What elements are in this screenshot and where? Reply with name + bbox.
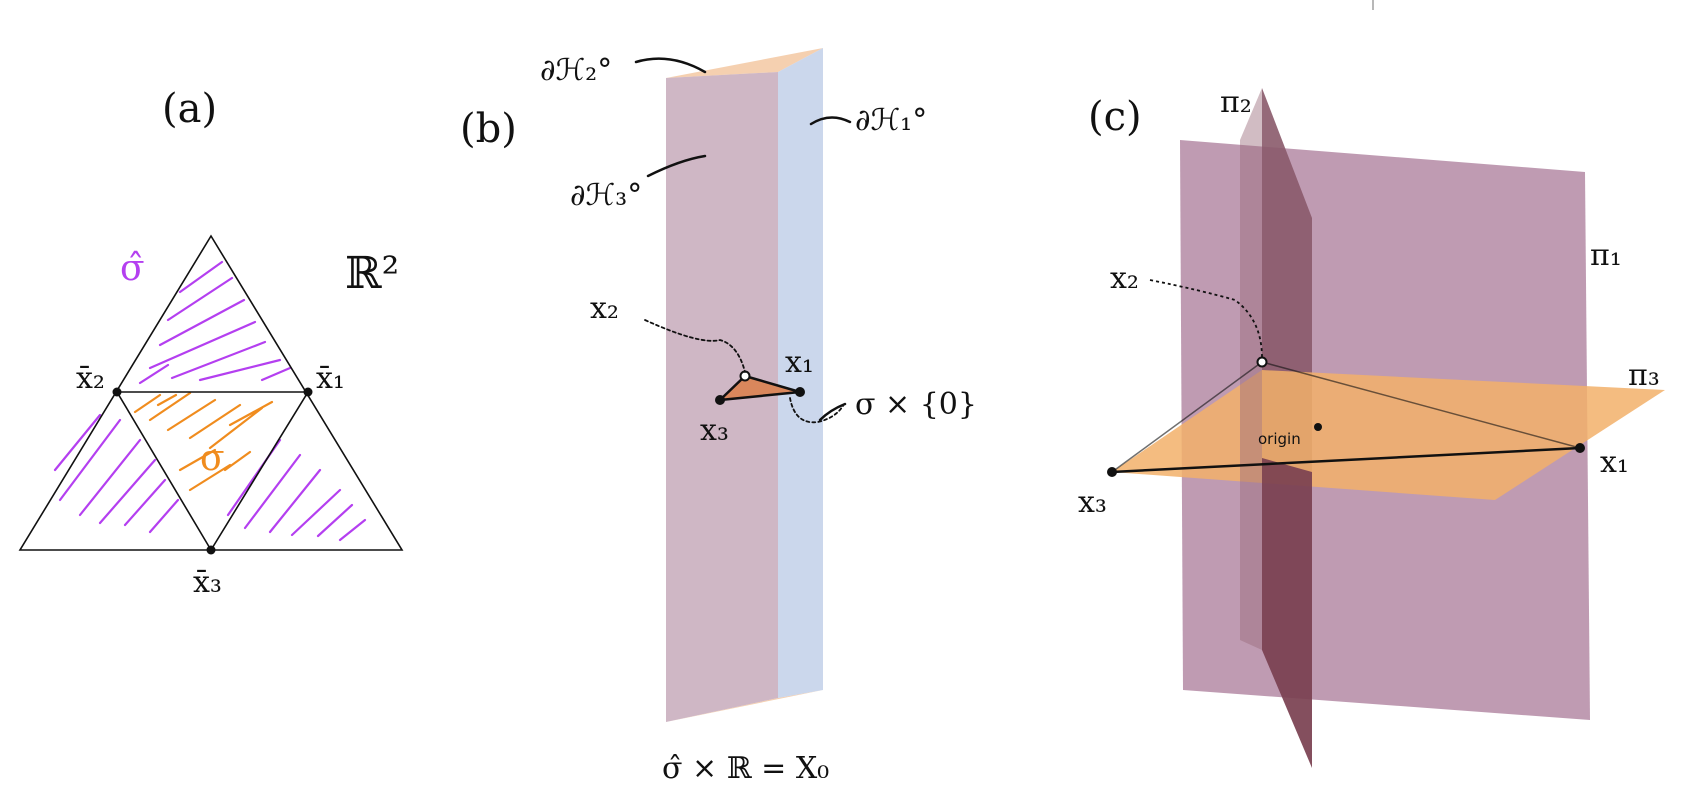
- panel-a: (a) x̄₂ x̄₁ x̄₃ σ̂ σ ℝ²: [18, 86, 404, 600]
- space-label-r2: ℝ²: [345, 248, 399, 299]
- bottom-label: σ̂ × ℝ = X₀: [662, 751, 829, 786]
- panel-c: (c) π₂ π₁ π₃ x₂ x₁ x₃ origin: [1078, 85, 1665, 768]
- sigma-hat-label: σ̂: [120, 248, 145, 289]
- panel-a-label: (a): [162, 86, 217, 132]
- point-x3-dot: [715, 395, 725, 405]
- point-x1-dot: [795, 387, 805, 397]
- point-x2-dot-c: [1256, 356, 1268, 368]
- vertex-x3-dot: [206, 545, 216, 555]
- point-x1-label-c: x₁: [1600, 445, 1629, 480]
- sigma-hatching: [133, 391, 274, 492]
- prism-top-face: [666, 48, 823, 78]
- sigma-label: σ: [200, 438, 225, 479]
- medial-triangle: [115, 391, 310, 552]
- edge-x2-x1: [1261, 361, 1581, 449]
- leader-sigma-solid: [818, 402, 847, 422]
- plane-pi2-edge: [1240, 88, 1262, 650]
- sigma-hat-hatching: [53, 260, 367, 542]
- leader-h2: [634, 57, 707, 74]
- vertex-x1-label: x̄₁: [316, 361, 345, 396]
- vertex-x3-label: x̄₃: [193, 565, 222, 600]
- point-x2-label: x₂: [590, 291, 619, 326]
- sigma-slice-label: σ × {0}: [855, 387, 977, 422]
- leader-sigma: [789, 397, 844, 424]
- sigma-slice-triangle: [716, 374, 801, 402]
- plane-pi2-front: [1262, 458, 1312, 768]
- point-x2-label-c: x₂: [1110, 261, 1139, 296]
- prism-bottom-face: [666, 690, 823, 722]
- leader-x2: [644, 319, 746, 373]
- vertex-x2-label: x̄₂: [76, 361, 105, 396]
- point-x1-dot-c: [1575, 443, 1585, 453]
- panel-b-label: (b): [460, 106, 517, 152]
- plane-pi2-label: π₂: [1220, 85, 1252, 120]
- point-x1-label: x₁: [785, 345, 814, 380]
- point-x3-label: x₃: [700, 413, 729, 448]
- plane-pi1-label: π₁: [1590, 238, 1622, 273]
- edge-x3-x2: [1111, 361, 1263, 473]
- plane-h3-label: ∂ℋ₃°: [570, 178, 642, 213]
- origin-dot: [1314, 423, 1322, 431]
- panel-c-label: (c): [1088, 94, 1142, 140]
- leader-h1: [809, 116, 852, 126]
- edge-x3-x1: [1111, 446, 1581, 474]
- plane-h2-label: ∂ℋ₂°: [540, 53, 612, 88]
- plane-pi3-label: π₃: [1628, 358, 1660, 393]
- plane-h1: [778, 48, 823, 698]
- point-x3-label-c: x₃: [1078, 485, 1107, 520]
- origin-label: origin: [1258, 430, 1301, 448]
- plane-h1-label: ∂ℋ₁°: [855, 103, 927, 138]
- point-x3-dot-c: [1107, 467, 1117, 477]
- vertex-x2-dot: [112, 387, 122, 397]
- plane-pi3: [1112, 370, 1665, 500]
- panel-b: (b) ∂ℋ₂° ∂ℋ₁° ∂ℋ₃° x₂ x₁ x₃ σ × {0} σ̂ ×…: [460, 48, 977, 786]
- vertex-x1-dot: [303, 387, 313, 397]
- leader-h3: [646, 154, 707, 178]
